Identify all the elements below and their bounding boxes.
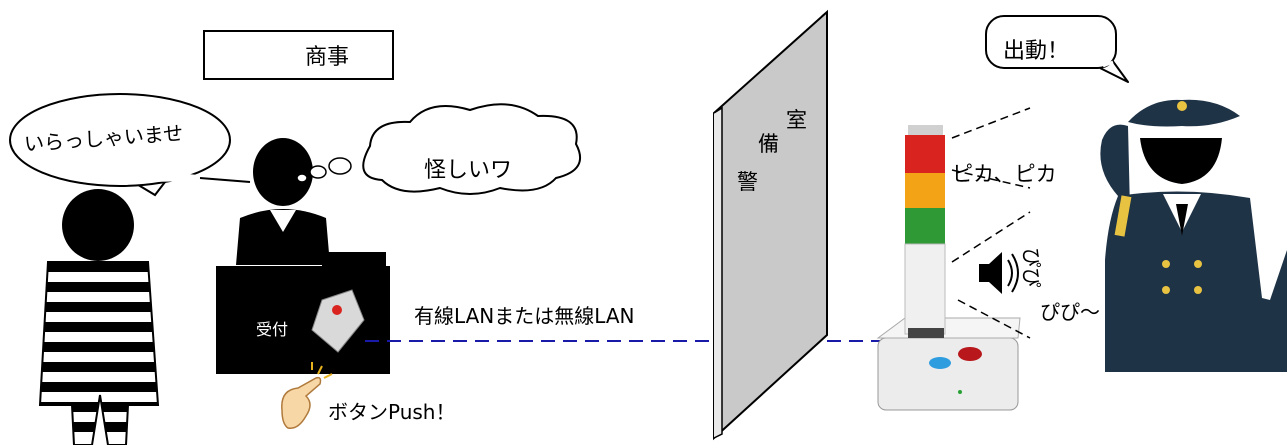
action-label: ボタンPush！ [328, 400, 456, 424]
thought-bubble [296, 103, 581, 195]
security-guard-figure [1100, 99, 1287, 372]
wall-char-1: 警 [737, 170, 758, 194]
wall-char-3: 室 [786, 108, 807, 132]
light-flash-text: ピカ、ピカ [952, 162, 1057, 186]
connection-label: 有線LANまたは無線LAN [414, 304, 635, 328]
store-signboard [203, 30, 394, 80]
pointing-hand-icon [281, 362, 333, 429]
clerk-thought-text: 怪しいワ [424, 158, 513, 183]
sound-vertical-text: ぴぴ [1019, 247, 1044, 288]
light-rays [951, 107, 1031, 339]
customer-speech-bubble [9, 93, 251, 197]
signal-tower [876, 125, 1021, 411]
guard-speech-bubble [985, 15, 1129, 83]
clerk-figure [236, 138, 330, 265]
sound-text: ぴぴ～ [1040, 300, 1100, 324]
wall-char-2: 備 [758, 132, 779, 156]
store-name: 商事 [305, 45, 350, 70]
prisoner-figure [38, 189, 160, 445]
desk-label: 受付 [256, 320, 289, 339]
speaker-icon [979, 252, 1019, 294]
reception-desk [216, 252, 390, 374]
guard-speech-text: 出動！ [1003, 39, 1070, 64]
wall [713, 9, 828, 441]
